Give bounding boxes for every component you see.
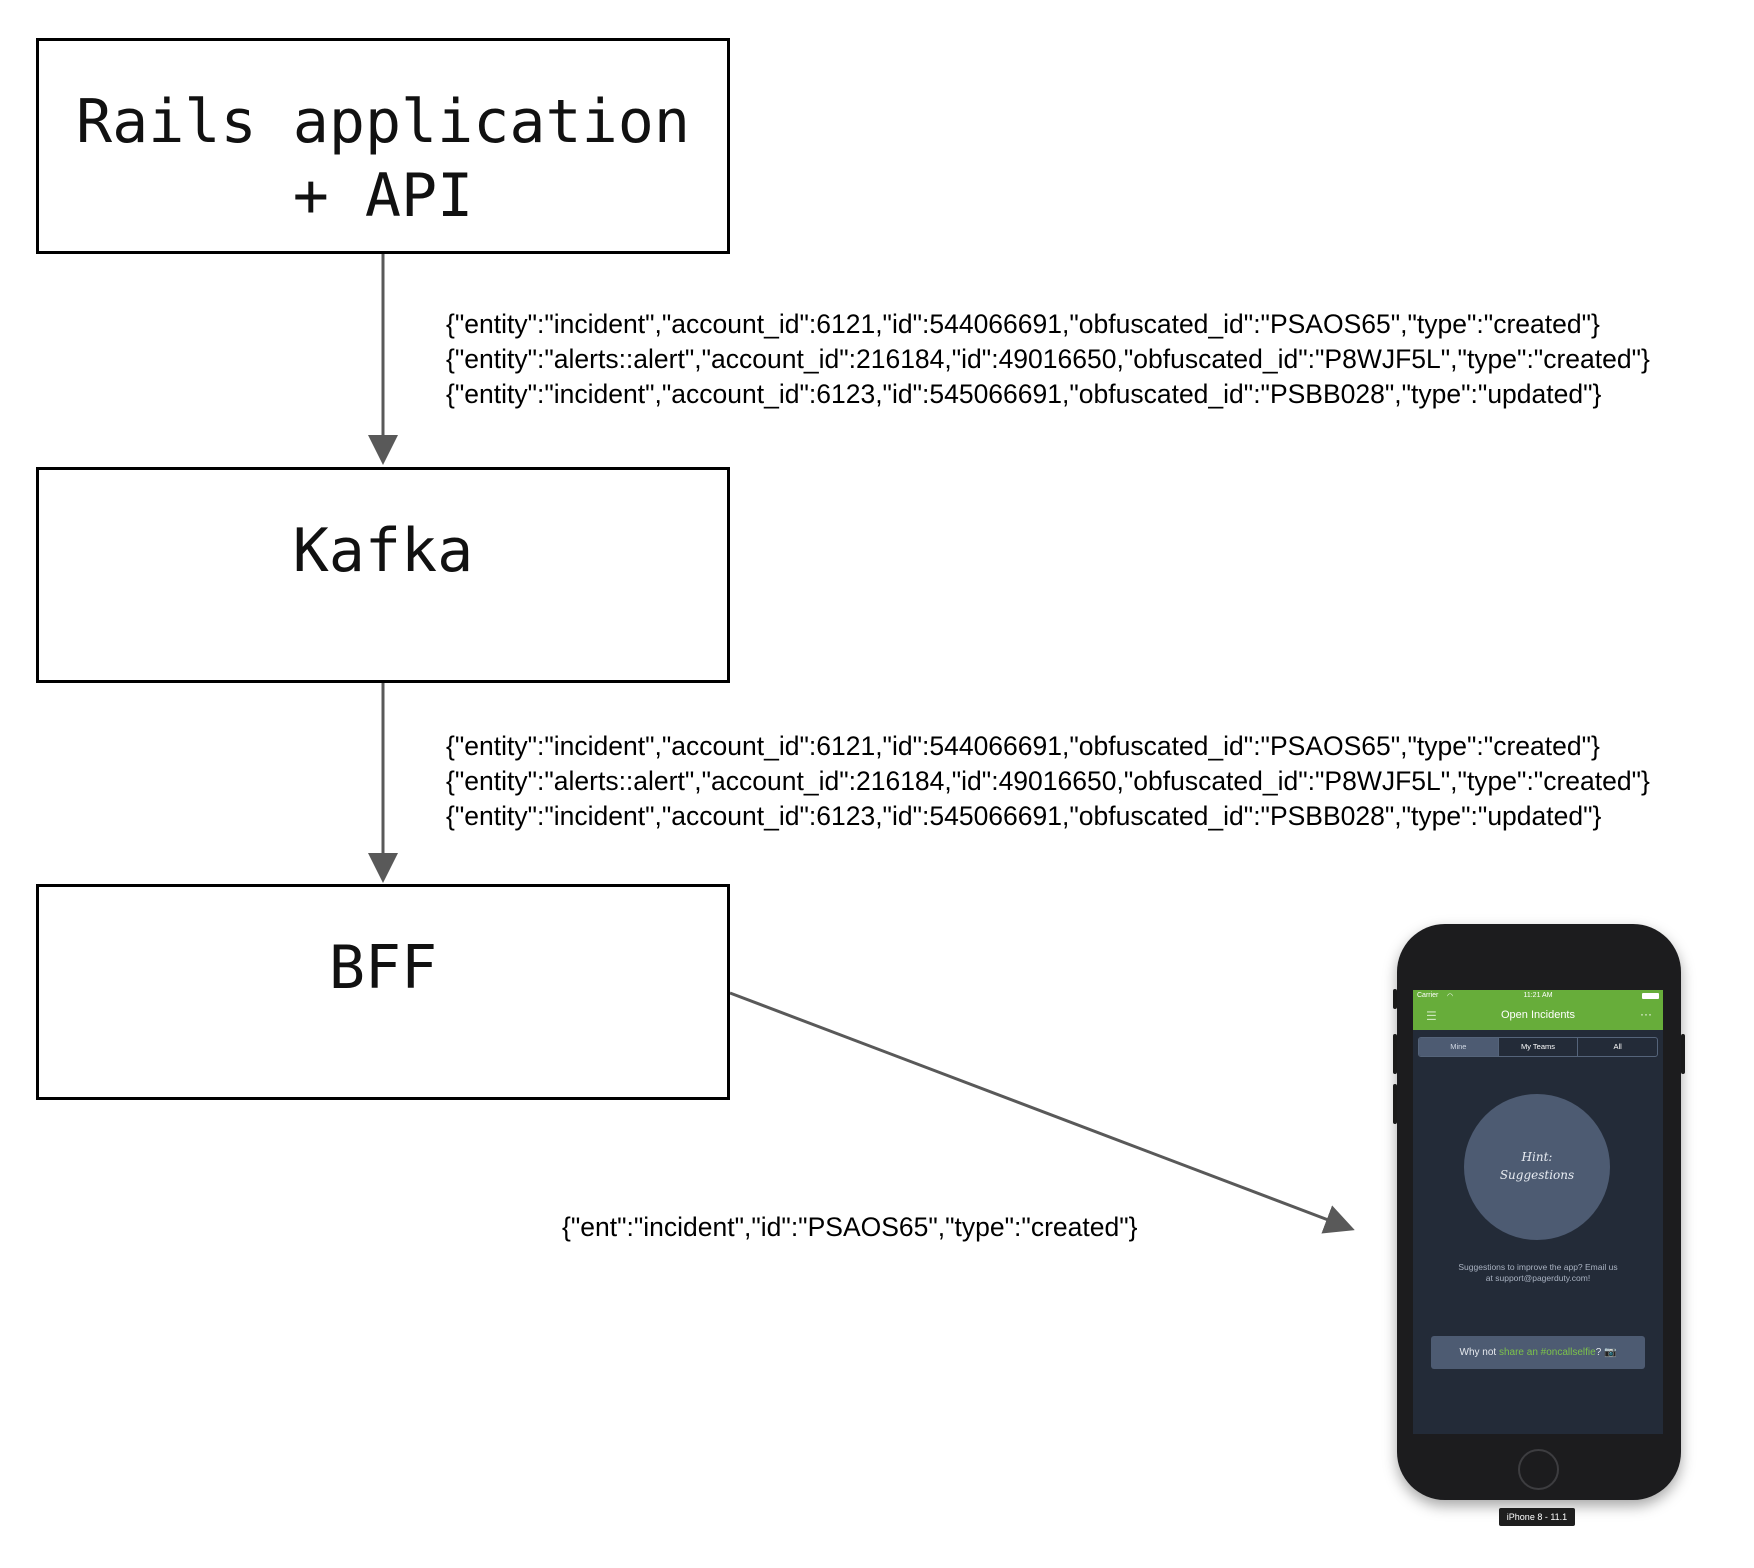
tab-all[interactable]: All: [1577, 1038, 1657, 1056]
side-button: [1393, 989, 1397, 1009]
hint-text: Hint: Suggestions: [1499, 1150, 1575, 1182]
message-line: {"entity":"alerts::alert","account_id":2…: [446, 344, 1650, 374]
message-line: {"entity":"alerts::alert","account_id":2…: [446, 766, 1650, 796]
side-button: [1393, 1034, 1397, 1074]
status-bar: Carrier ◠ 11:21 AM: [1413, 990, 1663, 1002]
bff-to-phone-message: {"ent":"incident","id":"PSAOS65","type":…: [562, 1212, 1138, 1242]
message-line: {"entity":"incident","account_id":6123,"…: [446, 801, 1602, 831]
more-icon[interactable]: ···: [1640, 1007, 1652, 1021]
share-oncallselfie-button[interactable]: Why not share an #oncallselfie? 📷: [1431, 1336, 1645, 1369]
tab-mine[interactable]: Mine: [1419, 1038, 1498, 1056]
home-button[interactable]: [1518, 1449, 1559, 1490]
suggestions-text: Suggestions to improve the app? Email us…: [1458, 1262, 1618, 1283]
rails-node-label: Rails application + API: [75, 87, 691, 231]
tab-my-teams[interactable]: My Teams: [1497, 1038, 1578, 1056]
kafka-node: Kafka: [36, 467, 730, 683]
page-title: Open Incidents: [1501, 1009, 1575, 1021]
message-line: {"entity":"incident","account_id":6121,"…: [446, 309, 1600, 339]
side-button: [1393, 1084, 1397, 1124]
share-suffix: ? 📷: [1595, 1347, 1617, 1358]
carrier-label: Carrier: [1417, 992, 1439, 999]
menu-icon[interactable]: ☰: [1426, 1009, 1437, 1023]
rails-to-kafka-messages: {"entity":"incident","account_id":6121,"…: [446, 307, 1650, 412]
wifi-icon: ◠: [1447, 993, 1454, 1000]
arrow-bff-to-phone: [729, 991, 1355, 1234]
bff-node: BFF: [36, 884, 730, 1100]
nav-bar: ☰ Open Incidents ···: [1413, 1002, 1663, 1030]
message-line: {"entity":"incident","account_id":6123,"…: [446, 379, 1602, 409]
hint-badge: Hint: Suggestions: [1464, 1094, 1610, 1240]
status-time: 11:21 AM: [1523, 992, 1553, 999]
message-line: {"entity":"incident","account_id":6121,"…: [446, 731, 1600, 761]
device-label: iPhone 8 - 11.1: [1499, 1508, 1575, 1526]
share-link[interactable]: share an #oncallselfie: [1498, 1347, 1596, 1358]
kafka-to-bff-messages: {"entity":"incident","account_id":6121,"…: [446, 729, 1650, 834]
side-button: [1681, 1034, 1685, 1074]
kafka-node-label: Kafka: [292, 516, 474, 586]
iphone-device: Carrier ◠ 11:21 AM ☰ Open Incidents ··· …: [1393, 924, 1685, 1500]
phone-screen: Carrier ◠ 11:21 AM ☰ Open Incidents ··· …: [1413, 990, 1663, 1434]
rails-node: Rails application + API: [36, 38, 730, 254]
share-prefix: Why not: [1459, 1347, 1499, 1358]
incident-filter-tabs: Mine My Teams All: [1418, 1037, 1658, 1057]
battery-icon: [1642, 993, 1659, 999]
bff-node-label: BFF: [328, 933, 438, 1003]
